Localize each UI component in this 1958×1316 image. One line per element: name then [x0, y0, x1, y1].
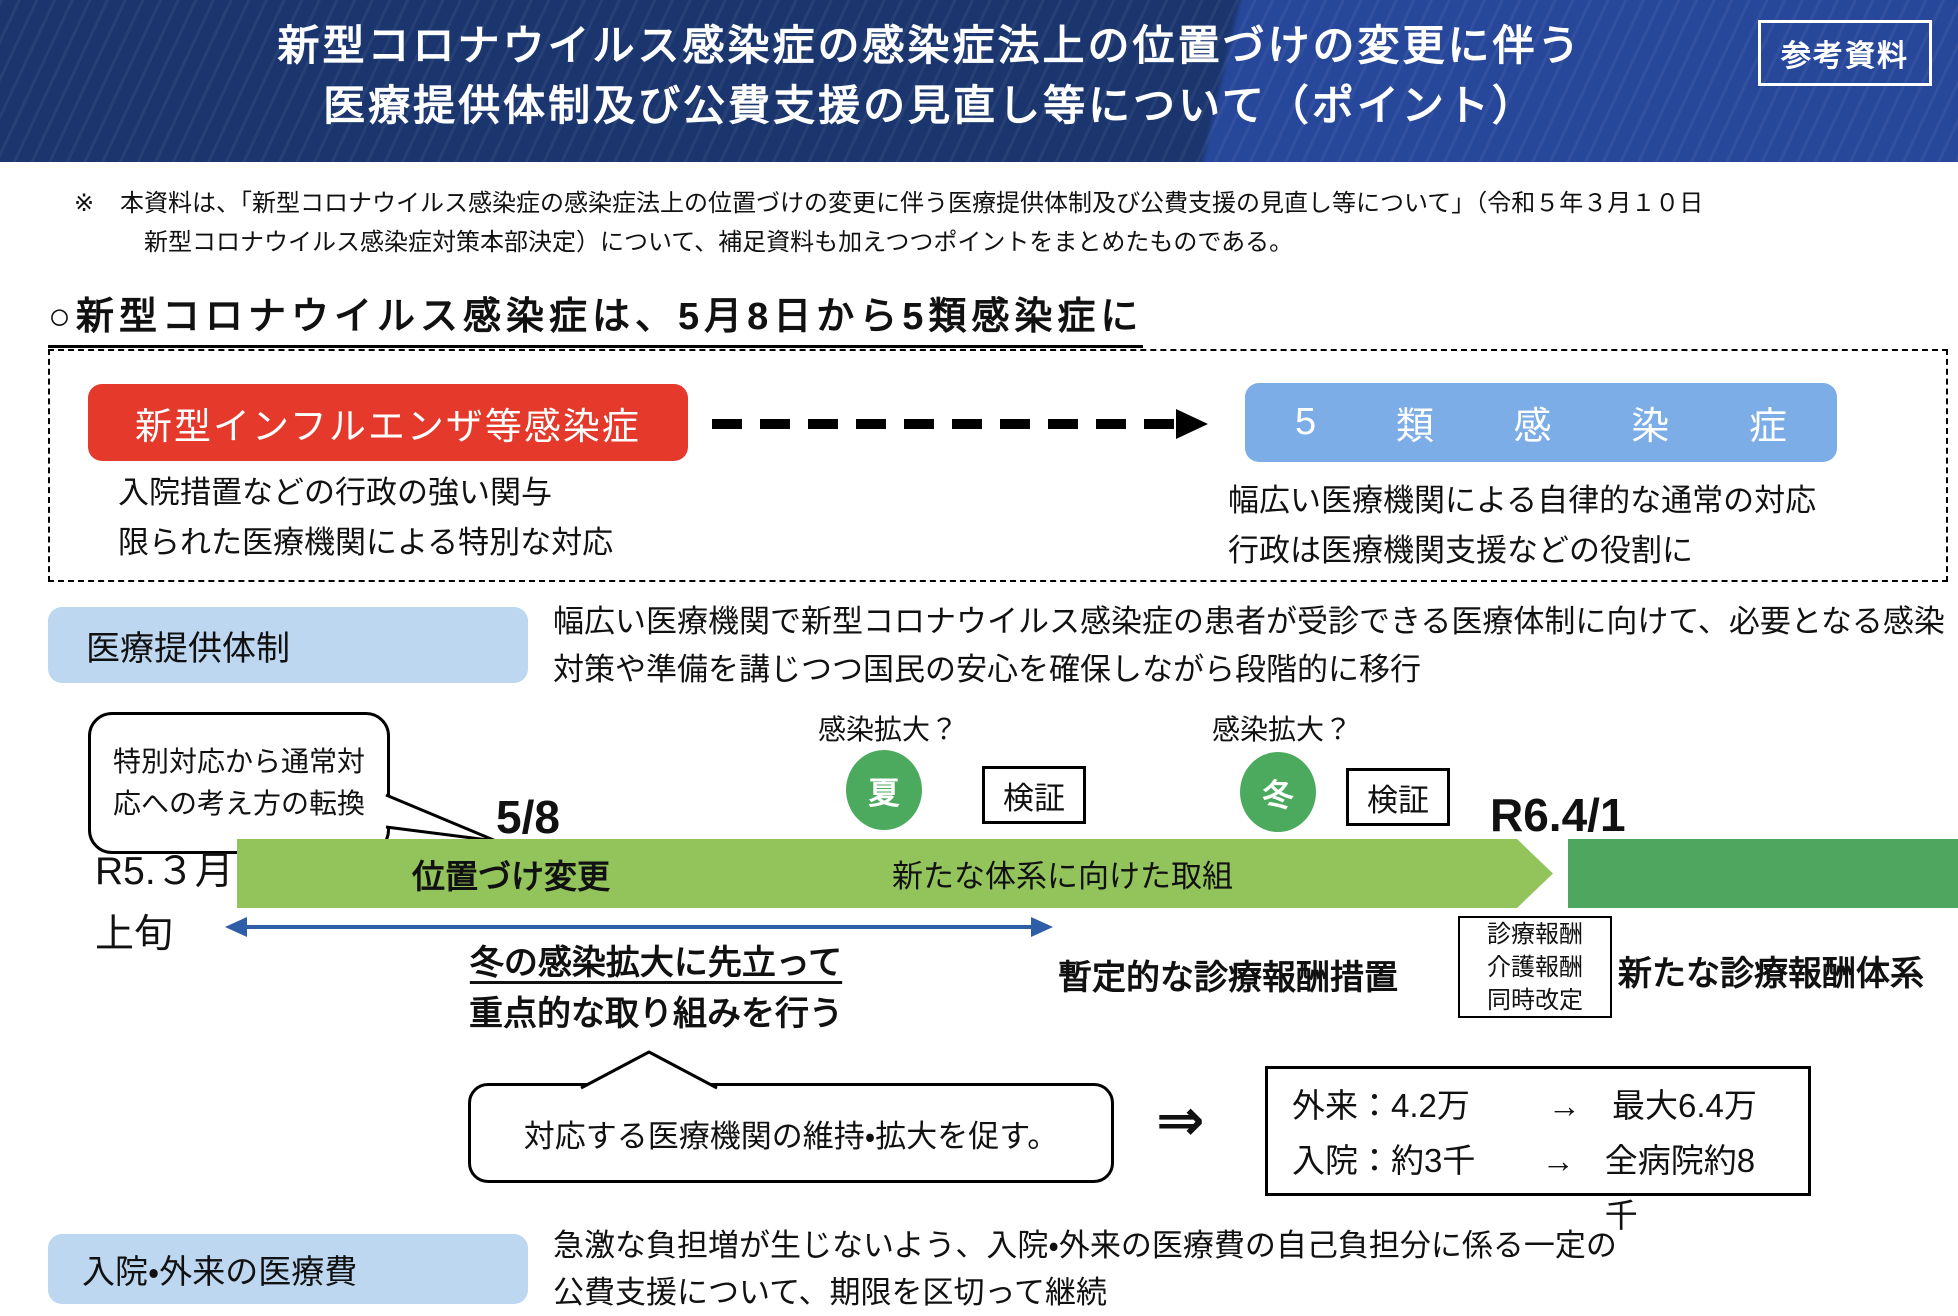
policy-shift-callout: 特別対応から通常対 応への考え方の転換: [88, 712, 390, 854]
timeline-bar-dark: [1568, 839, 1958, 908]
maintain-expand-bubble: 対応する医療機関の維持・拡大を促す。: [468, 1083, 1114, 1183]
medical-system-description: 幅広い医療機関で新型コロナウイルス感染症の患者が受診できる医療体制に向けて、必要…: [553, 604, 1945, 687]
stats-arrow-icon: →: [1541, 1142, 1575, 1179]
stats-row-inpatient: 入院：約3千 → 全病院約8千: [1292, 1133, 1784, 1243]
revision-line3: 同時改定: [1487, 986, 1583, 1014]
page-title: 新型コロナウイルス感染症の感染症法上の位置づけの変更に伴う 医療提供体制及び公費…: [0, 16, 1860, 136]
summer-circle: 夏: [846, 750, 922, 830]
bar-label-reposition: 位置づけ変更: [412, 857, 610, 895]
revision-line2: 介護報酬: [1487, 953, 1583, 981]
cost-desc-line1: 急激な負担増が生じないよう、入院・外来の医療費の自己負担分に係る一定の: [553, 1228, 1617, 1263]
end-date: R6.4/1: [1490, 789, 1626, 841]
stats-value: 最大6.4万: [1612, 1087, 1757, 1124]
before-classification-pill: 新型インフルエンザ等感染症: [88, 384, 688, 461]
callout-line2: 応への考え方の転換: [112, 788, 365, 819]
stats-label: 入院：約3千: [1292, 1142, 1476, 1179]
verify-box-2: 検証: [1346, 768, 1450, 826]
start-period-label: R5.３月 上旬: [95, 840, 234, 966]
bar-label-newsystem-efforts: 新たな体系に向けた取組: [892, 859, 1233, 894]
stats-label: 外来：4.2万: [1292, 1087, 1470, 1124]
timeline-bar-light: 位置づけ変更 新たな体系に向けた取組: [237, 839, 1553, 908]
after-classification-pill: 5 類 感 染 症: [1245, 383, 1837, 462]
winter-circle: 冬: [1240, 752, 1316, 832]
after-char: 5: [1295, 401, 1317, 443]
start-date: 5/8: [496, 791, 560, 843]
winter-priority-note: 冬の感染拡大に先立って 重点的な取り組みを行う: [440, 938, 872, 1040]
arrow-right-icon: [1031, 917, 1053, 937]
before-desc-line2: 限られた医療機関による特別な対応: [118, 525, 614, 560]
revision-box: 診療報酬 介護報酬 同時改定: [1458, 916, 1612, 1018]
after-char: 症: [1748, 406, 1787, 448]
after-description: 幅広い医療機関による自律的な通常の対応 行政は医療機関支援などの役割に: [1228, 476, 1816, 576]
dashed-arrow: [712, 419, 1174, 429]
implies-arrow-icon: ⇒: [1156, 1088, 1205, 1153]
after-char: 感: [1513, 406, 1552, 448]
transition-dashed-box: [48, 349, 1948, 582]
spread-question-2: 感染拡大？: [1212, 714, 1353, 745]
note-text: 本資料は、「新型コロナウイルス感染症の感染症法上の位置づけの変更に伴う医療提供体…: [120, 184, 1703, 262]
dashed-arrow-head-icon: [1176, 409, 1208, 439]
start-period-line1: R5.３月: [95, 850, 234, 893]
after-desc-line1: 幅広い医療機関による自律的な通常の対応: [1228, 483, 1817, 518]
after-desc-line2: 行政は医療機関支援などの役割に: [1228, 533, 1693, 568]
source-note: ※ 本資料は、「新型コロナウイルス感染症の感染症法上の位置づけの変更に伴う医療提…: [74, 184, 1703, 262]
medical-cost-description: 急激な負担増が生じないよう、入院・外来の医療費の自己負担分に係る一定の 公費支援…: [553, 1222, 1953, 1316]
before-description: 入院措置などの行政の強い関与 限られた医療機関による特別な対応: [118, 468, 613, 568]
section-heading: ○新型コロナウイルス感染症は、5月8日から5類感染症に: [48, 285, 1144, 348]
cost-desc-line2: 公費支援について、期限を区切って継続: [553, 1275, 1107, 1310]
after-char: 染: [1631, 406, 1670, 448]
after-char: 類: [1395, 406, 1434, 448]
stats-arrow-icon: →: [1548, 1087, 1581, 1124]
verify-box-1: 検証: [982, 766, 1086, 824]
revision-line1: 診療報酬: [1487, 920, 1583, 948]
reference-badge: 参考資料: [1758, 20, 1932, 86]
stats-value: 全病院約8千: [1604, 1142, 1756, 1234]
note-line1: 本資料は、「新型コロナウイルス感染症の感染症法上の位置づけの変更に伴う医療提供体…: [120, 190, 1704, 217]
period-double-arrow: [225, 914, 1053, 940]
capacity-stats-box: 外来：4.2万 → 最大6.4万 入院：約3千 → 全病院約8千: [1265, 1066, 1811, 1234]
arrow-line: [231, 925, 1047, 929]
medical-system-label: 医療提供体制: [48, 607, 528, 683]
before-desc-line1: 入院措置などの行政の強い関与: [118, 475, 552, 510]
page-title-line1: 新型コロナウイルス感染症の感染症法上の位置づけの変更に伴う: [277, 22, 1583, 69]
winter-note-line2: 重点的な取り組みを行う: [469, 995, 843, 1033]
page-title-line2: 医療提供体制及び公費支援の見直し等について（ポイント）: [323, 82, 1537, 129]
winter-note-line1: 冬の感染拡大に先立って: [469, 944, 843, 982]
note-line2: 新型コロナウイルス感染症対策本部決定）について、補足資料も加えつつポイントをまと…: [144, 229, 1294, 256]
bubble-notch-icon: [580, 1050, 718, 1090]
new-fee-system-label: 新たな診療報酬体系: [1618, 955, 1924, 993]
stats-row-outpatient: 外来：4.2万 → 最大6.4万: [1292, 1078, 1784, 1133]
note-marker: ※: [74, 190, 95, 217]
callout-line1: 特別対応から通常対: [112, 746, 365, 777]
interim-fee-label: 暫定的な診療報酬措置: [1058, 959, 1398, 997]
spread-question-1: 感染拡大？: [818, 714, 959, 745]
medical-cost-label: 入院・外来の医療費: [48, 1234, 528, 1304]
start-period-line2: 上旬: [95, 913, 174, 956]
header-banner: 新型コロナウイルス感染症の感染症法上の位置づけの変更に伴う 医療提供体制及び公費…: [0, 0, 1958, 162]
